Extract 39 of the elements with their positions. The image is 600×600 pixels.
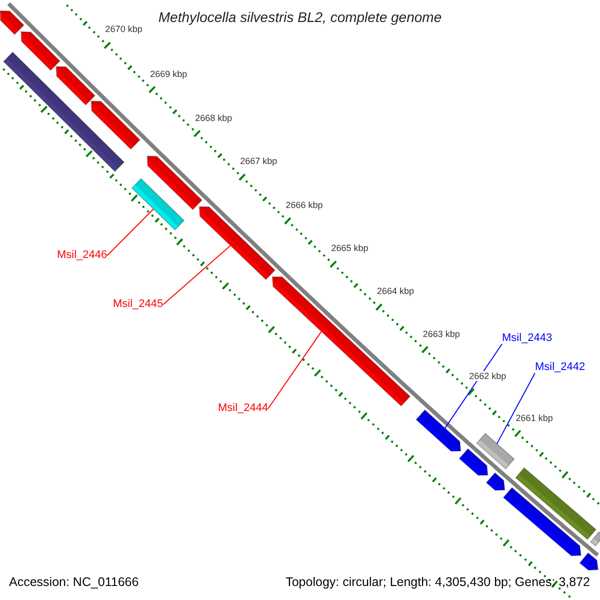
gene-feature bbox=[486, 472, 506, 491]
scale-label: 2667 kbp bbox=[240, 156, 278, 166]
gene-label: Msil_2443 bbox=[502, 332, 552, 344]
gene-block bbox=[476, 432, 515, 470]
scale-label: 2662 kbp bbox=[469, 370, 506, 381]
gene-block bbox=[590, 531, 600, 547]
scale-label: 2665 kbp bbox=[331, 243, 368, 254]
diagram-title: Methylocella silvestris BL2, complete genome bbox=[158, 9, 442, 25]
gene-feature bbox=[579, 552, 599, 571]
gene-feature bbox=[20, 31, 61, 71]
gene-feature bbox=[416, 409, 462, 452]
leader-line bbox=[444, 344, 502, 429]
gene-block bbox=[514, 467, 597, 540]
gene-feature bbox=[458, 448, 488, 476]
gene-feature bbox=[198, 206, 276, 280]
gene-feature bbox=[146, 156, 203, 210]
gene-label: Msil_2446 bbox=[57, 249, 108, 261]
leader-line bbox=[268, 331, 322, 410]
scale-label: 2669 kbp bbox=[150, 68, 188, 78]
accession-text: Accession: NC_011666 bbox=[9, 575, 139, 589]
gene-feature bbox=[90, 100, 141, 150]
gene-block bbox=[131, 178, 185, 231]
leader-line bbox=[106, 208, 154, 256]
scale-label: 2670 kbp bbox=[105, 24, 142, 34]
scale-label: 2668 kbp bbox=[195, 112, 232, 122]
gene-label: Msil_2445 bbox=[113, 298, 164, 310]
scale-label: 2666 kbp bbox=[286, 200, 323, 210]
scale-label: 2664 kbp bbox=[377, 286, 414, 296]
gene-feature bbox=[502, 486, 582, 556]
scale-label: 2663 kbp bbox=[422, 328, 460, 339]
leader-line bbox=[162, 245, 231, 306]
gene-label: Msil_2442 bbox=[535, 361, 586, 373]
scale-label: 2661 kbp bbox=[516, 412, 553, 422]
genome-info-text: Topology: circular; Length: 4,305,430 bp; Genes: 3,872 bbox=[286, 575, 590, 589]
gene-feature bbox=[56, 66, 96, 106]
gene-block bbox=[2, 52, 125, 172]
gene-label: Msil_2444 bbox=[218, 402, 268, 414]
gene-feature bbox=[0, 10, 24, 36]
leader-line bbox=[496, 372, 536, 444]
